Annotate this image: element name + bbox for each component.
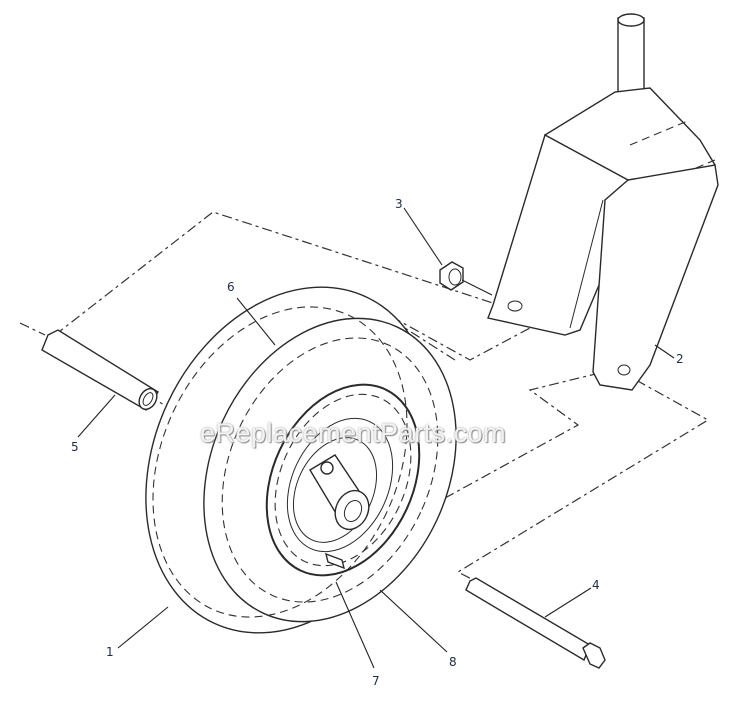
hex-bolt xyxy=(465,577,606,669)
callout-1: 1 xyxy=(106,645,114,659)
callout-8: 8 xyxy=(449,655,457,669)
spacer-tube xyxy=(41,329,159,411)
wheel-assembly xyxy=(145,286,457,634)
caster-fork xyxy=(487,13,719,391)
callout-3: 3 xyxy=(395,197,403,211)
watermark: eReplacementParts.com xyxy=(200,418,507,448)
callout-7: 7 xyxy=(372,674,380,688)
leader-lines xyxy=(77,207,675,669)
callout-5: 5 xyxy=(71,440,79,454)
lock-nut xyxy=(439,261,493,296)
callout-6: 6 xyxy=(227,280,235,294)
callout-2: 2 xyxy=(676,352,684,366)
callout-4: 4 xyxy=(592,578,600,592)
